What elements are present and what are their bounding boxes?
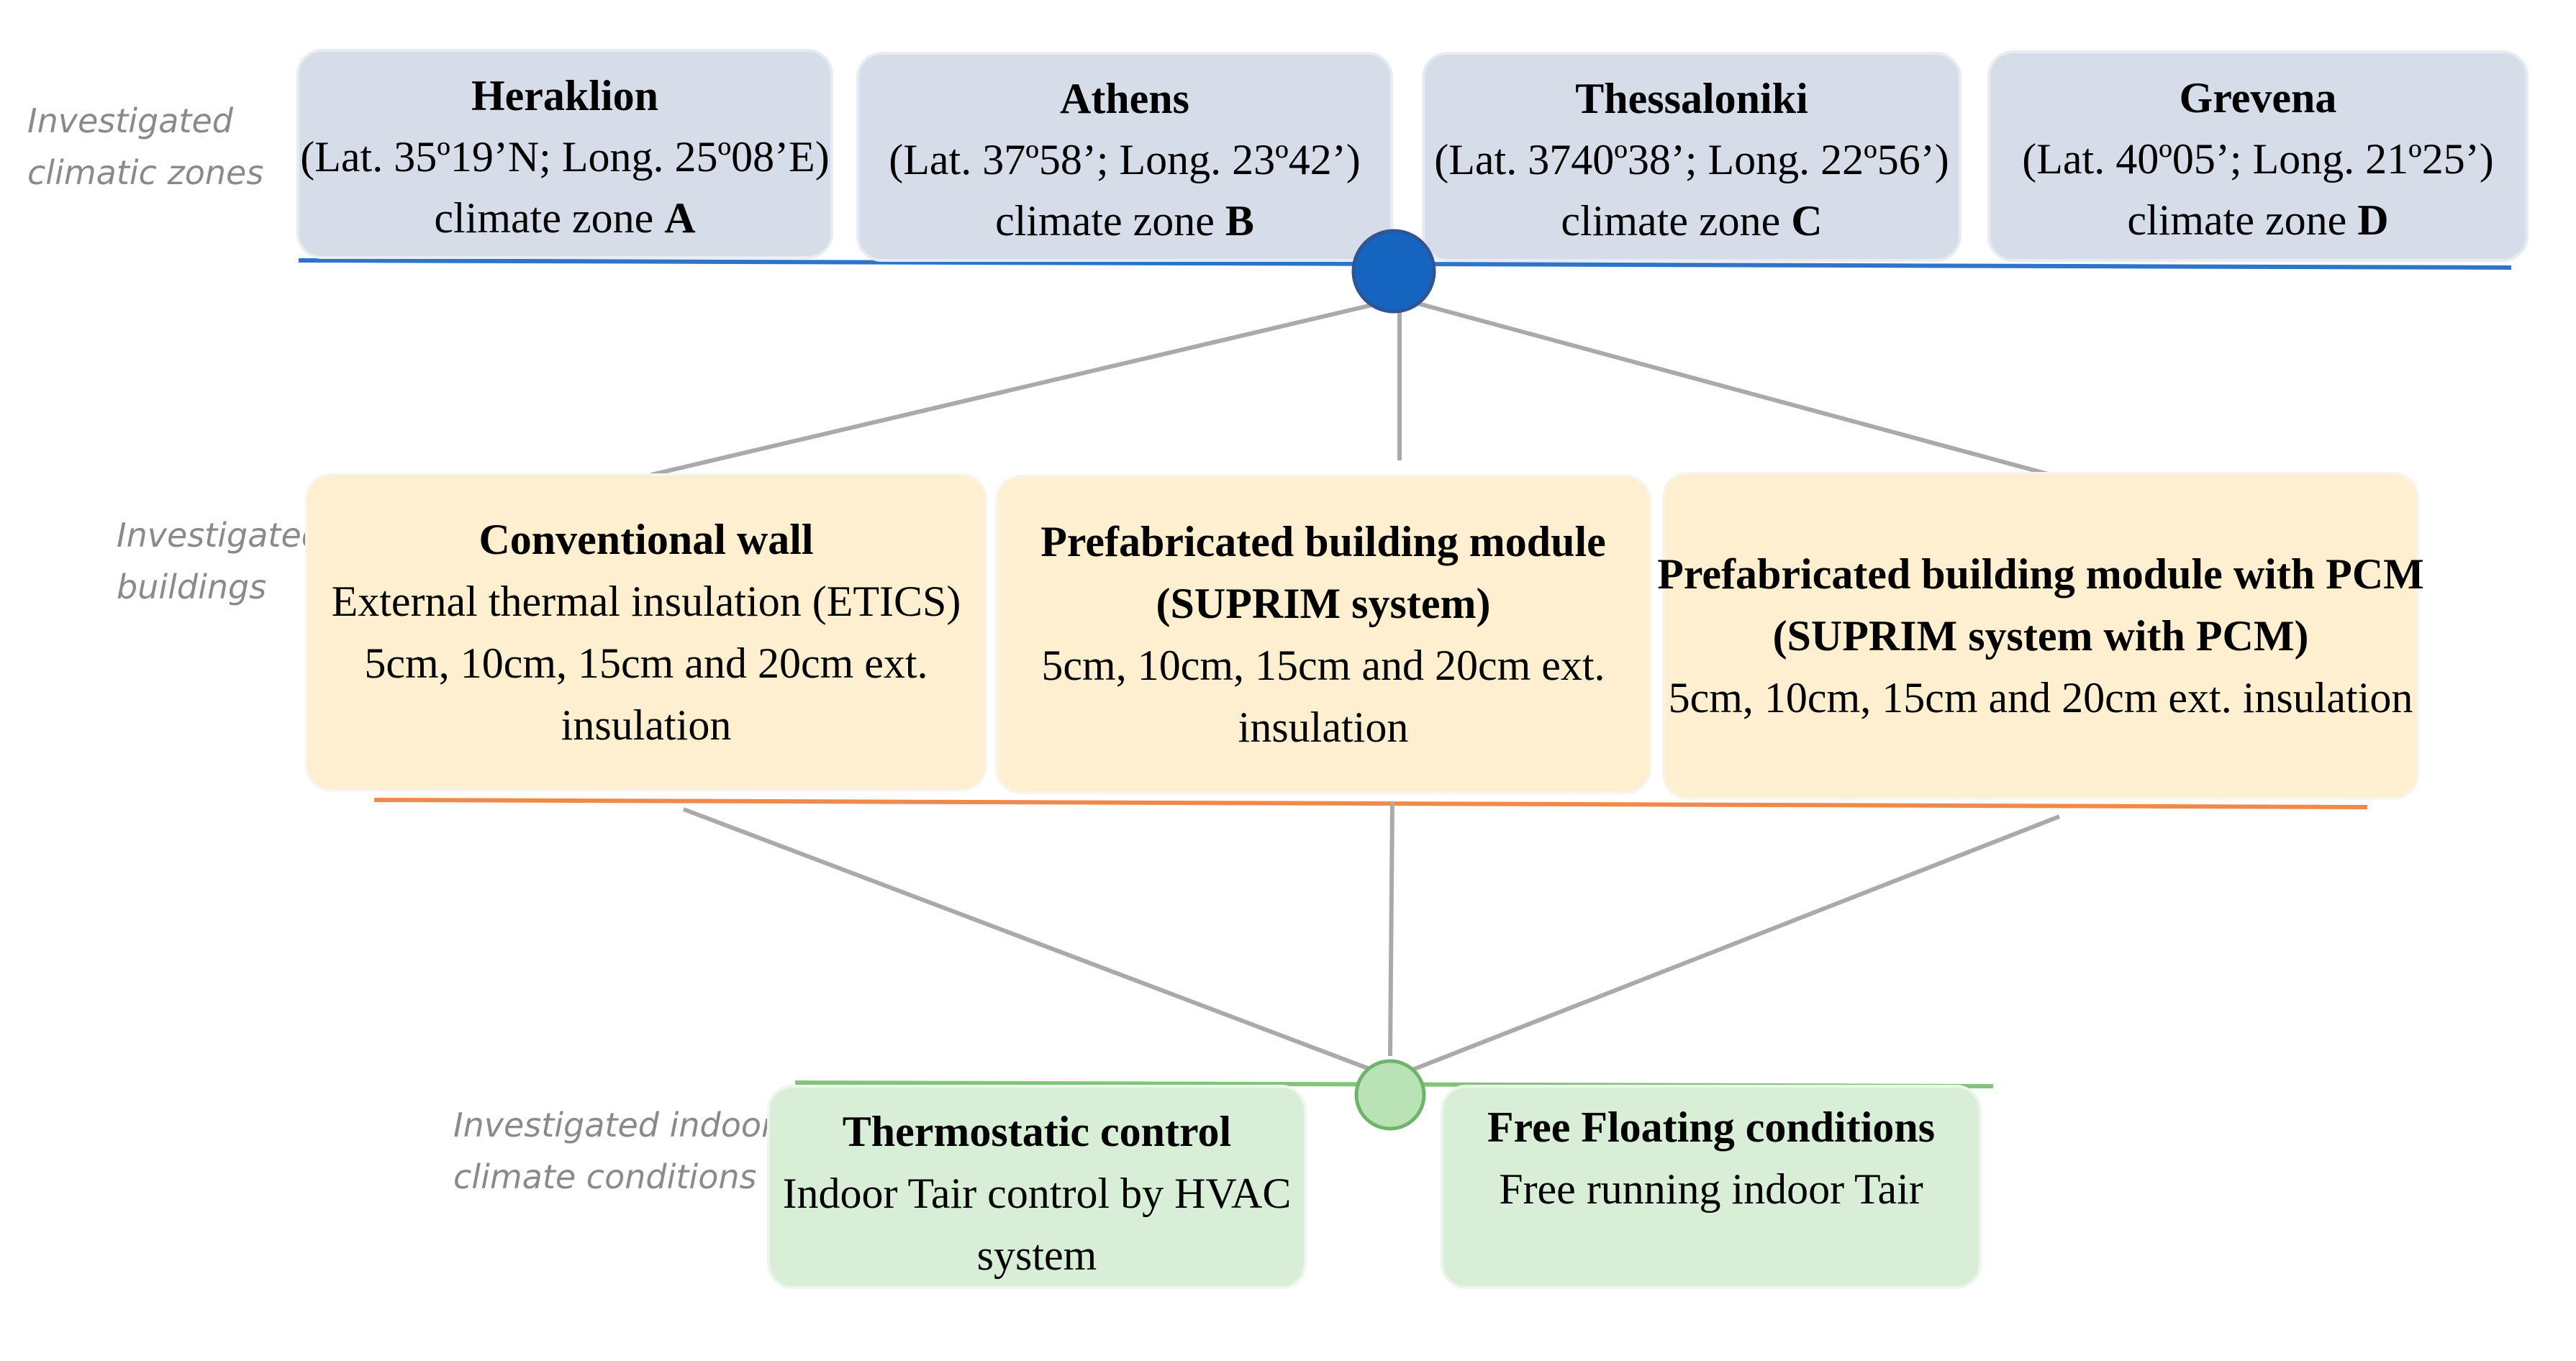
zone-box-heraklion: Heraklion (Lat. 35º19’N; Long. 25º08’E) … <box>296 49 833 259</box>
building-box-suprim: Prefabricated building module (SUPRIM sy… <box>995 475 1651 794</box>
building-description: 5cm, 10cm, 15cm and 20cm ext. insulation <box>1668 674 2413 722</box>
level-label-indoor-conditions: Investigated indoor climate conditions <box>453 1106 775 1196</box>
building-divider-line <box>373 798 2368 809</box>
condition-description: system <box>976 1232 1097 1279</box>
condition-description: Free running indoor Tair <box>1499 1165 1923 1213</box>
zone-city: Thessaloniki <box>1575 74 1808 122</box>
building-title: Prefabricated building module <box>1040 518 1606 565</box>
zone-coordinates: (Lat. 3740º38’; Long. 22º56’) <box>1434 135 1949 183</box>
zone-city: Athens <box>1059 74 1190 122</box>
level-label-zones: Investigated climatic zones <box>27 101 264 192</box>
zone-box-thessaloniki: Thessaloniki (Lat. 3740º38’; Long. 22º56… <box>1422 52 1962 262</box>
building-description: insulation <box>1238 704 1409 751</box>
condition-title: Free Floating conditions <box>1487 1103 1936 1151</box>
zone-hub-node <box>1351 229 1436 314</box>
building-box-conventional-wall: Conventional wall External thermal insul… <box>305 473 987 791</box>
building-box-suprim-pcm: Prefabricated building module with PCM (… <box>1657 472 2424 800</box>
condition-box-free-floating: Free Floating conditions Free running in… <box>1441 1085 1982 1289</box>
condition-box-thermostatic: Thermostatic control Indoor Tair control… <box>767 1085 1307 1289</box>
connector-zone-to-building-3 <box>1399 296 2051 477</box>
building-description: External thermal insulation (ETICS) <box>331 578 961 625</box>
building-title: Prefabricated building module with PCM <box>1657 550 2424 598</box>
connector-building-1-to-condition <box>682 807 1394 1080</box>
condition-description: Indoor Tair control by HVAC <box>782 1170 1292 1217</box>
zone-box-grevena: Grevena (Lat. 40º05’; Long. 21º25’) clim… <box>1987 50 2529 262</box>
building-title: (SUPRIM system) <box>1156 580 1491 627</box>
condition-title: Thermostatic control <box>842 1108 1232 1155</box>
building-description: 5cm, 10cm, 15cm and 20cm ext. <box>364 639 928 687</box>
zone-climate-label: climate zone D <box>2127 196 2389 244</box>
building-description: 5cm, 10cm, 15cm and 20cm ext. <box>1041 642 1605 689</box>
zone-coordinates: (Lat. 40º05’; Long. 21º25’) <box>2022 135 2494 183</box>
zone-climate-label: climate zone A <box>434 194 696 242</box>
zone-city: Heraklion <box>471 71 658 119</box>
connector-zone-to-building-1 <box>650 296 1400 477</box>
zone-climate-label: climate zone B <box>995 196 1254 245</box>
zone-climate-label: climate zone C <box>1561 196 1823 245</box>
building-title: (SUPRIM system with PCM) <box>1772 612 2309 660</box>
zone-city: Grevena <box>2179 73 2337 122</box>
zone-coordinates: (Lat. 35º19’N; Long. 25º08’E) <box>300 132 830 181</box>
condition-hub-node <box>1354 1059 1426 1131</box>
connector-building-2-to-condition <box>1388 801 1394 1057</box>
building-title: Conventional wall <box>479 516 814 563</box>
building-description: insulation <box>561 701 732 749</box>
level-label-buildings: Investigated buildings <box>117 516 322 606</box>
zone-coordinates: (Lat. 37º58’; Long. 23º42’) <box>889 135 1361 183</box>
zone-box-athens: Athens (Lat. 37º58’; Long. 23º42’) clima… <box>856 52 1393 262</box>
connector-building-3-to-condition <box>1391 814 2061 1080</box>
